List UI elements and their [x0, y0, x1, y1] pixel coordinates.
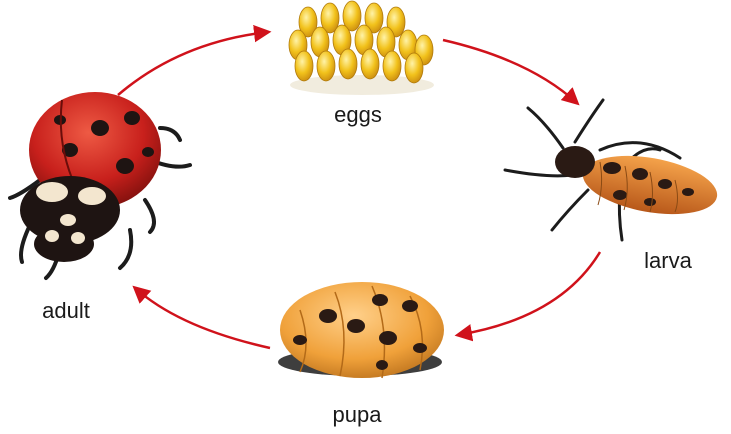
- arrow-pupa-to-adult: [132, 285, 271, 350]
- arrow-larva-to-pupa: [454, 251, 602, 342]
- pupa-illustration: [278, 282, 444, 379]
- arrow-eggs-to-larva: [442, 38, 580, 106]
- pupa-label: pupa: [333, 402, 383, 427]
- larva-illustration: [503, 98, 718, 242]
- adult-label: adult: [42, 298, 90, 323]
- adult-ladybug-illustration: [8, 92, 192, 280]
- eggs-illustration: [288, 0, 434, 95]
- cycle-arrows: [117, 24, 602, 350]
- eggs-label: eggs: [334, 102, 382, 127]
- arrow-adult-to-eggs: [117, 24, 272, 96]
- larva-label: larva: [644, 248, 692, 273]
